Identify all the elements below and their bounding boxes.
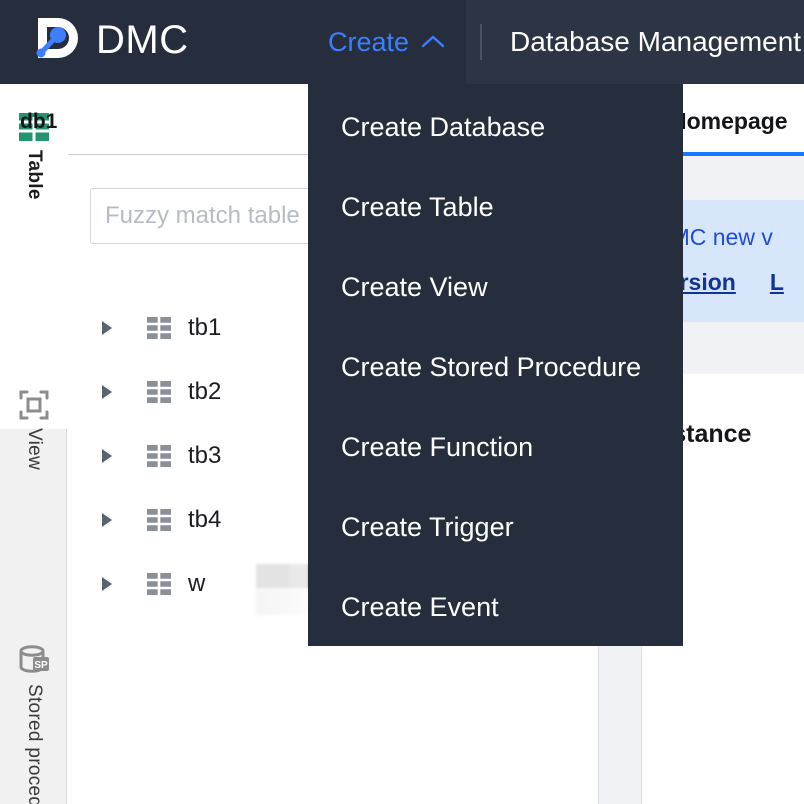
menu-item-create-event[interactable]: Create Event [308,567,683,647]
table-tree-label: w [188,570,206,597]
create-dropdown-menu: Create Database Create Table Create View… [308,84,683,646]
menu-item-create-view[interactable]: Create View [308,247,683,327]
menu-item-label: Create Event [341,591,499,622]
sidebar-item-stored-procedure[interactable]: SP Stored procedure [0,644,68,804]
table-tree-label: tb1 [188,314,222,341]
menu-item-create-trigger[interactable]: Create Trigger [308,487,683,567]
search-input[interactable]: Fuzzy match table [90,188,342,244]
chevron-right-icon[interactable] [100,320,114,336]
menu-item-label: Create Function [341,431,534,462]
menu-item-create-database[interactable]: Create Database [308,87,683,167]
stored-procedure-icon: SP [19,645,49,673]
sidebar-item-view-label: View [24,428,45,471]
menu-item-create-function[interactable]: Create Function [308,407,683,487]
create-menu-button[interactable]: Create [308,0,466,84]
table-tree-label: tb3 [188,442,222,469]
menu-item-label: Create Trigger [341,511,514,542]
tab-active-indicator [650,152,804,156]
search-input-placeholder: Fuzzy match table [105,202,300,229]
table-tree-label: tb2 [188,378,222,405]
rail-inactive-background [0,429,67,804]
table-icon [147,317,171,339]
header-divider [480,24,482,60]
notice-link-secondary[interactable]: L [769,269,784,295]
table-icon [147,381,171,403]
chevron-up-icon [421,35,445,48]
left-rail: Table View SP Stored procedure [0,84,68,804]
table-tree-row-tb4[interactable]: tb4 [68,488,598,552]
table-tree-row-tb1[interactable]: tb1 [68,296,598,360]
sidebar-item-table[interactable]: Table [0,110,68,200]
app-logo[interactable]: DMC [28,12,189,68]
chevron-right-icon[interactable] [100,448,114,464]
table-icon [19,113,49,141]
table-tree-row-tb3[interactable]: tb3 [68,424,598,488]
menu-item-label: Create View [341,271,488,302]
table-icon [147,509,171,531]
header-right-background [466,0,804,84]
menu-item-create-table[interactable]: Create Table [308,167,683,247]
view-icon [19,390,49,420]
table-tree-row-tb2[interactable]: tb2 [68,360,598,424]
chevron-right-icon[interactable] [100,576,114,592]
content-tabstrip: Homepage [640,84,804,155]
sidebar-item-table-label: Table [24,150,45,200]
top-header-bar: DMC Create Database Management [0,0,804,84]
sidebar-item-stored-procedure-label: Stored procedure [24,684,45,804]
table-tree-label: tb4 [188,506,222,533]
sidebar-item-view[interactable]: View [0,388,68,470]
menu-item-label: Create Table [341,191,494,222]
menu-item-label: Create Database [341,111,546,142]
logo-text: DMC [96,18,189,62]
table-icon [147,445,171,467]
tab-homepage[interactable]: Homepage [670,108,788,134]
lower-content-panel [598,646,642,804]
menu-item-create-stored-procedure[interactable]: Create Stored Procedure [308,327,683,407]
chevron-right-icon[interactable] [100,384,114,400]
chevron-right-icon[interactable] [100,512,114,528]
svg-text:SP: SP [34,660,48,671]
create-button-label: Create [327,26,410,57]
menu-item-label: Create Stored Procedure [341,351,642,382]
dmc-logo-icon [36,18,78,58]
table-icon [147,573,171,595]
database-name: db1 [20,110,58,133]
page-title: Database Management [510,26,802,57]
